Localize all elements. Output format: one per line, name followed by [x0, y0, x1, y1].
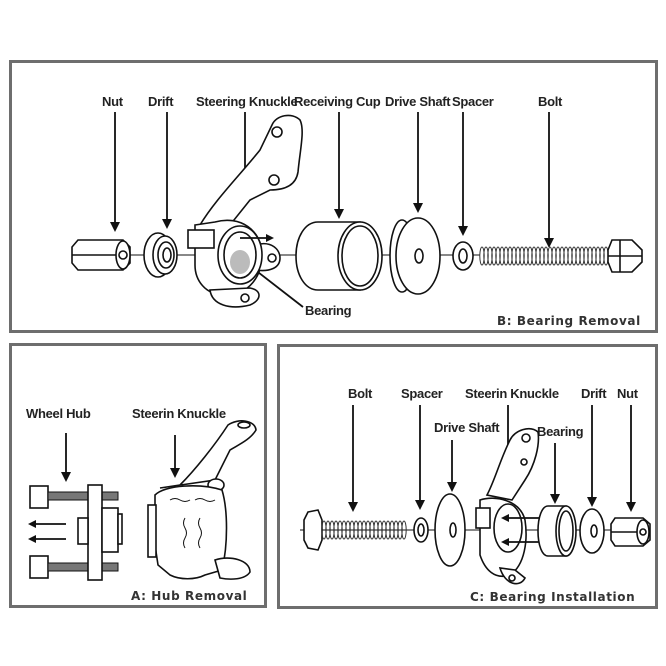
label-drive-shaft-c: Drive Shaft	[434, 420, 500, 435]
wheel-hub	[28, 484, 123, 581]
label-bearing-c: Bearing	[537, 424, 584, 439]
label-drift-c: Drift	[581, 386, 607, 401]
caption-bearing-removal: B: Bearing Removal	[497, 314, 641, 328]
drive-shaft-c	[434, 493, 466, 567]
label-bolt-b: Bolt	[538, 94, 563, 109]
bolt-thread	[401, 520, 407, 540]
steering-knuckle-b	[187, 114, 303, 308]
label-receiving-cup-b: Receiving Cup	[294, 94, 381, 109]
bolt-b	[479, 239, 643, 273]
drift-c	[579, 508, 605, 554]
label-bolt-c: Bolt	[348, 386, 373, 401]
label-drive-shaft-b: Drive Shaft	[385, 94, 451, 109]
panel-hub-removal	[9, 343, 267, 608]
label-steerin-knuckle-c: Steerin Knuckle	[465, 386, 559, 401]
label-drift-b: Drift	[148, 94, 174, 109]
label-spacer-b: Spacer	[452, 94, 494, 109]
leader-arrows-a	[61, 433, 180, 482]
nut-c	[610, 517, 651, 547]
label-wheel-hub: Wheel Hub	[26, 406, 91, 421]
spacer-b	[452, 241, 474, 271]
receiving-cup-b	[295, 221, 383, 291]
caption-bearing-installation: C: Bearing Installation	[470, 590, 635, 604]
spacer-c	[413, 517, 429, 543]
bearing-c	[537, 505, 577, 557]
drift-b	[143, 232, 178, 278]
label-nut-b: Nut	[102, 94, 124, 109]
panel-bearing-installation	[277, 344, 658, 609]
label-steerin-knuckle-a: Steerin Knuckle	[132, 406, 226, 421]
steerin-knuckle-a	[147, 420, 257, 580]
label-nut-c: Nut	[617, 386, 639, 401]
drive-shaft-b	[389, 217, 441, 295]
label-steering-knuckle-b: Steering Knuckle	[196, 94, 297, 109]
nut-b	[71, 239, 131, 271]
label-spacer-c: Spacer	[401, 386, 443, 401]
caption-hub-removal: A: Hub Removal	[131, 589, 247, 603]
bolt-c	[303, 509, 407, 551]
steerin-knuckle-c	[475, 428, 540, 585]
label-bearing-b: Bearing	[305, 303, 352, 318]
